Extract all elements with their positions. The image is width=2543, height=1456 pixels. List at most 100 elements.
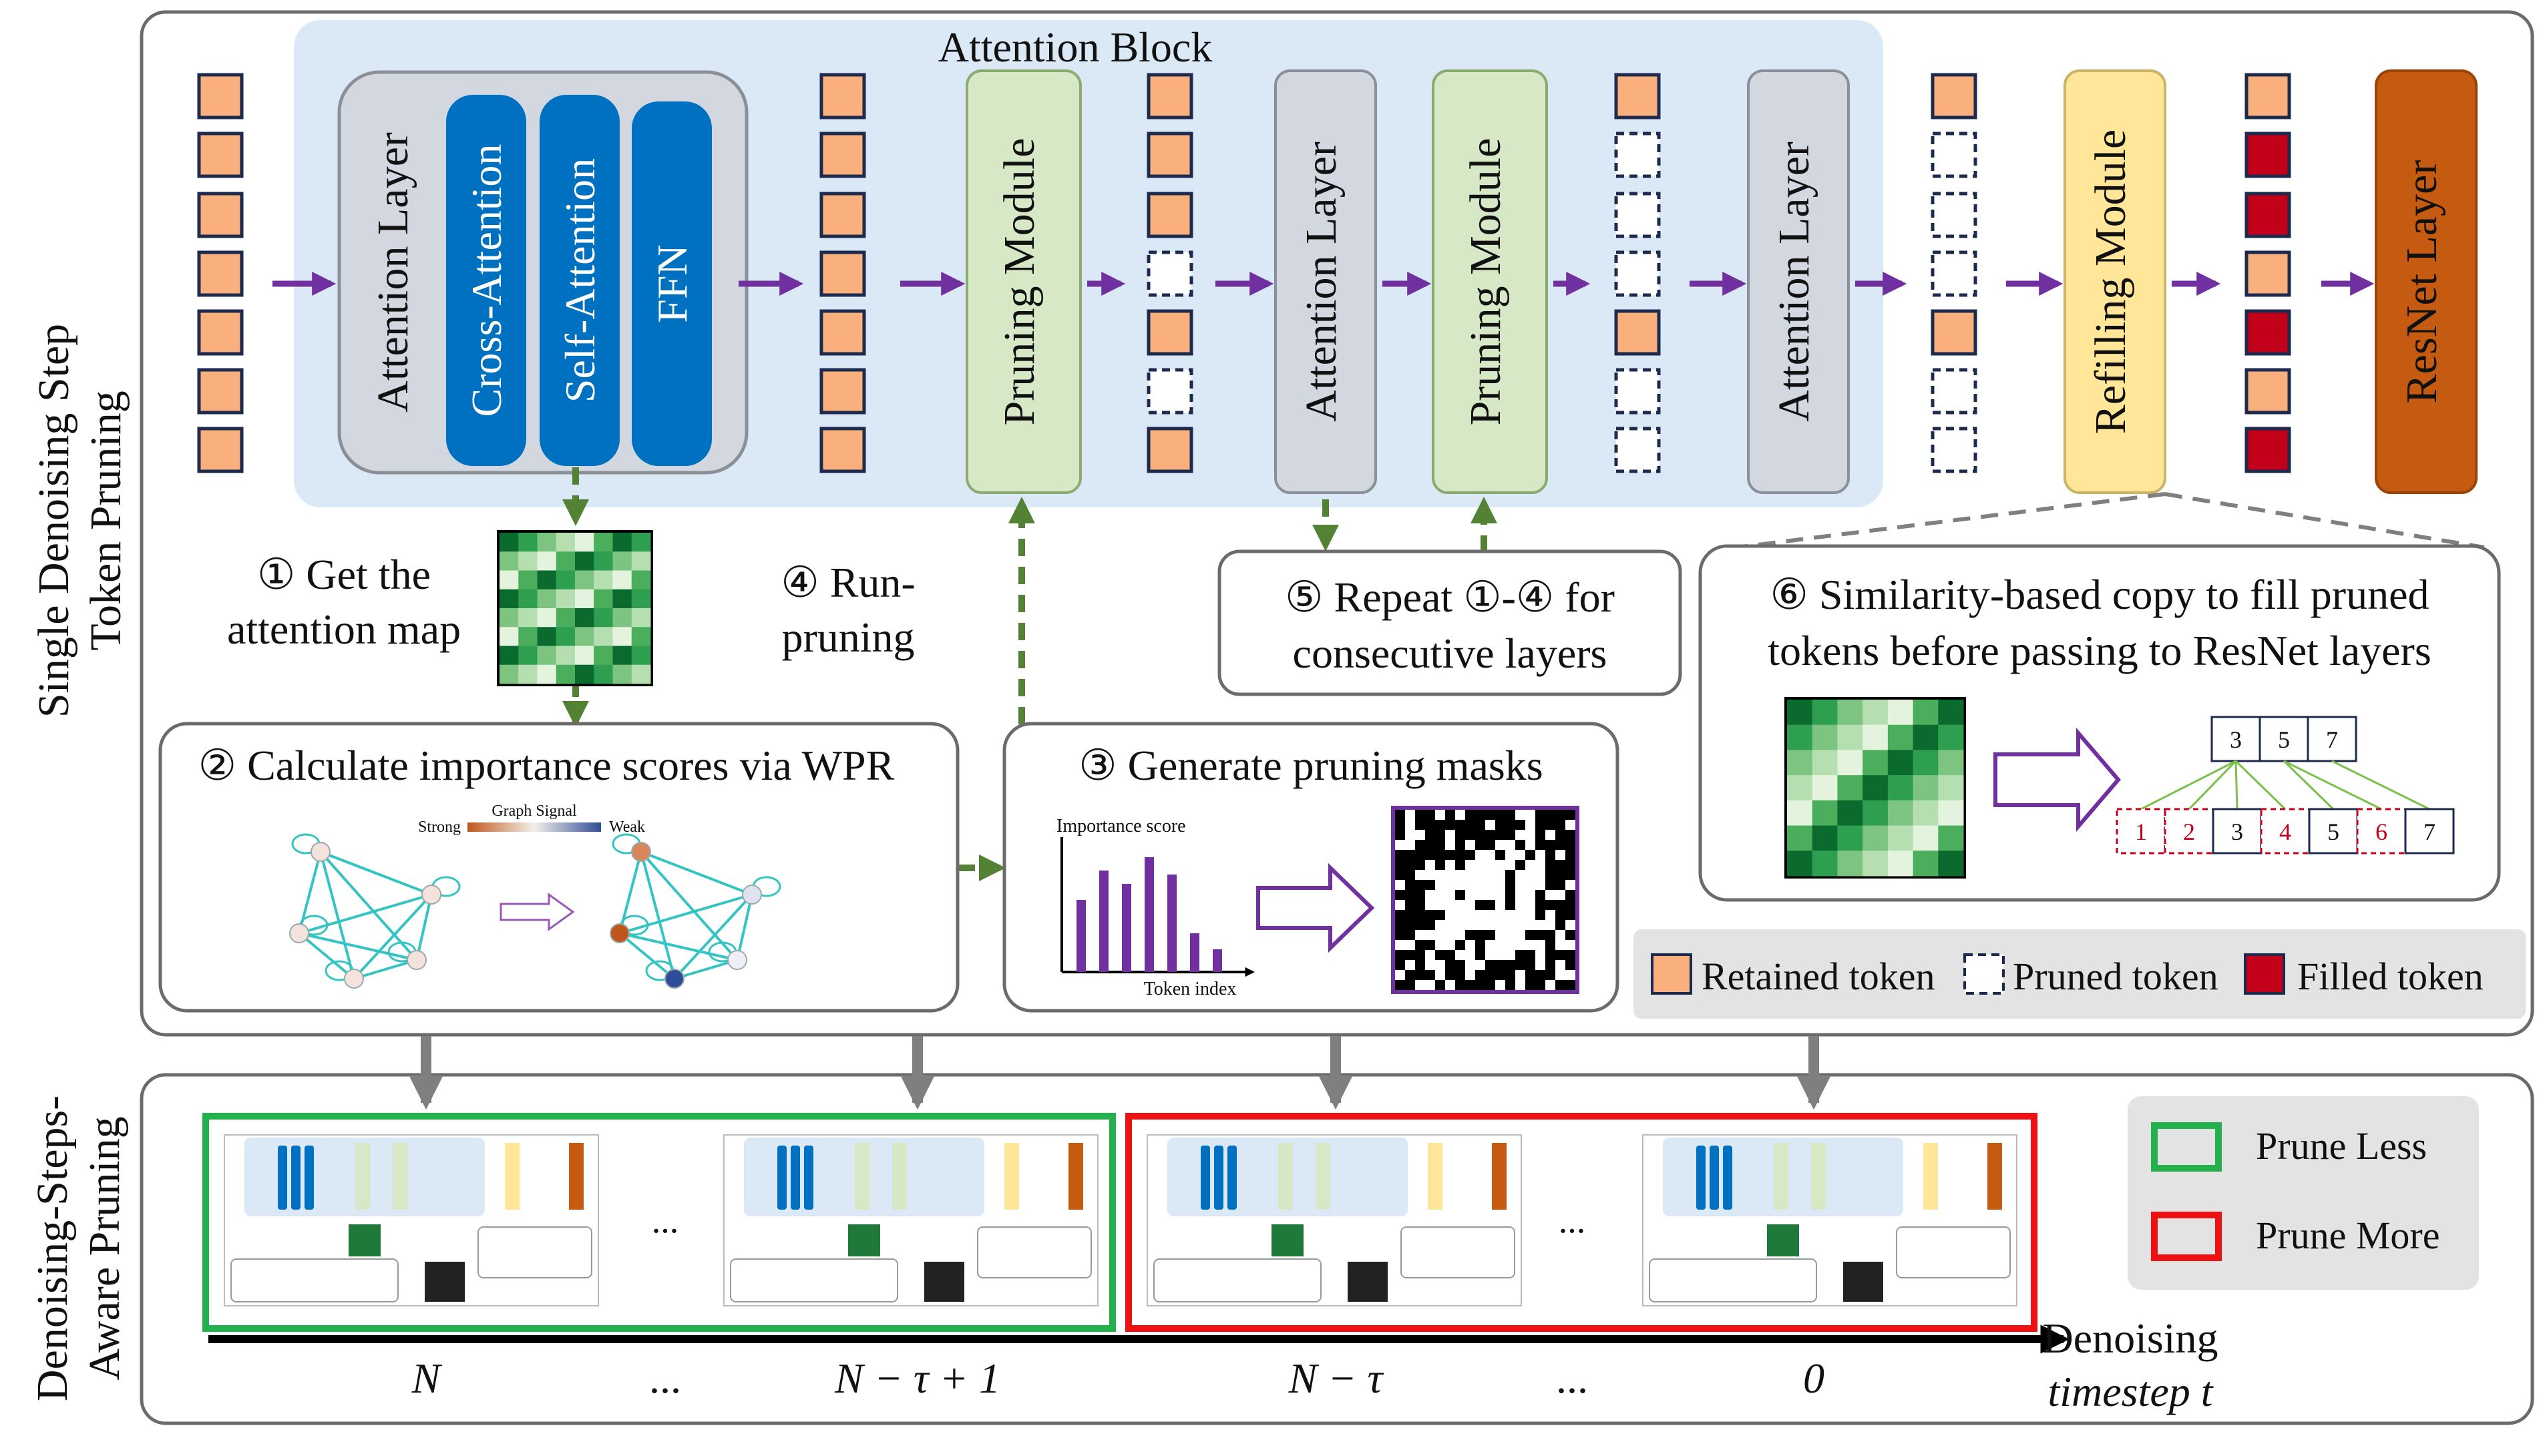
heatmap-cell [537,664,557,684]
heatmap-cell [1887,750,1914,776]
thumb-resnet [1492,1143,1507,1210]
copy-link [2283,760,2335,810]
mask-pixel [1505,860,1515,870]
thumb-mask [924,1262,964,1302]
heatmap-cell [631,627,651,646]
pruned-token [1931,132,1977,178]
thumb-attn-bar [1710,1146,1719,1210]
graph-node [344,969,364,989]
cross-attention-label: Cross-Attention [463,144,510,417]
mask-pixel [1445,930,1455,940]
retained-token [1614,309,1661,356]
retained-token [819,309,866,356]
heatmap-cell [1787,800,1813,826]
mask-pixel [1465,950,1475,960]
mask-pixel [1485,880,1495,890]
thumb-attn-bar [1723,1146,1732,1210]
filled-token [2244,309,2291,356]
heatmap-cell [518,646,538,666]
legend-pruned-swatch [1963,953,2005,995]
heatmap-cell [556,589,576,609]
mask-pixel [1445,910,1455,920]
zoom-line-right [2164,492,2485,549]
mask-pixel [1465,920,1475,930]
mask-pixel [1445,870,1455,880]
thumb-ellipsis-1: ... [652,1200,679,1240]
mask-pixel [1425,860,1435,870]
mask-pixel [1395,880,1405,890]
mask-pixel [1495,910,1505,920]
chart-xlabel: Token index [1144,979,1237,999]
refill-hollow-arrow [1993,727,2121,832]
pruned-token [1931,250,1977,297]
pruned-token [1614,132,1661,178]
heatmap-cell [1837,724,1863,750]
attention-layer-2-label: Attention Layer [1297,142,1346,422]
token-index-label: 2 [2183,818,2195,845]
mask-pixel [1405,940,1415,950]
retained-token [197,368,244,415]
heatmap-cell [1812,700,1838,726]
thumb-map [848,1224,880,1256]
mask-pixel [1515,850,1525,860]
graph-edge [299,893,432,935]
heatmap-cell [594,589,613,609]
thumb-refill [1428,1143,1442,1210]
token-index-label: 6 [2375,818,2387,845]
thumb-attn-bar [1696,1146,1706,1210]
mask-pixel [1405,960,1415,970]
thumb-mask [1843,1262,1883,1302]
heatmap-cell [500,664,519,684]
mask-pixel [1525,870,1535,880]
copy-link [2283,760,2382,810]
thumb-prune [855,1143,869,1210]
heatmap-cell [1812,750,1838,776]
graph-signal-weak: Weak [609,818,645,836]
heatmap-cell [1887,775,1914,801]
heatmap-cell [556,664,576,684]
mask-pixel [1555,940,1565,950]
heatmap-cell [518,627,538,646]
mask-pixel [1445,980,1455,990]
copy-link [2234,760,2238,810]
retained-token [1147,132,1193,178]
heatmap-cell [1787,724,1813,750]
mask-pixel [1515,870,1525,880]
token-legend [1633,929,2526,1019]
heatmap-cell [631,608,651,628]
retained-token [819,132,866,178]
heatmap-cell [518,533,538,552]
resnet-layer-label: ResNet Layer [2397,160,2446,404]
graph-edge [736,894,753,961]
thumb-attn-bar [804,1146,813,1210]
mask-pixel [1415,980,1425,990]
graph-edge [415,894,433,961]
mask-pixel [1495,940,1505,950]
step5-label-line2: consecutive layers [1293,630,1607,677]
pruned-token [1931,192,1977,238]
mask-pixel [1425,900,1435,910]
importance-bar [1213,949,1222,972]
legend-filled-label: Filled token [2297,955,2484,998]
heatmap-cell [1787,700,1813,726]
heatmap-cell [1938,724,1964,750]
mask-pixel [1485,940,1495,950]
mask-pixel [1495,840,1505,850]
heatmap-cell [518,608,538,628]
heatmap-cell [1938,851,1964,877]
thumb-resnet [569,1143,584,1210]
mask-pixel [1505,910,1515,920]
thumb-attn-bar [291,1146,301,1210]
mask-pixel [1405,840,1415,850]
pipeline-thumbnail [1147,1134,1522,1306]
step1-label-line1: ① Get the [257,551,431,598]
heatmap-cell [537,589,557,609]
mask-pixel [1455,920,1465,930]
pruning-mask-pixels [1395,810,1575,990]
importance-bar [1122,884,1131,972]
thumb-attn-bar [1227,1146,1237,1210]
heatmap-cell [1837,750,1863,776]
filled-token [2244,132,2291,178]
importance-bar [1145,857,1154,972]
thumb-prune [892,1143,907,1210]
